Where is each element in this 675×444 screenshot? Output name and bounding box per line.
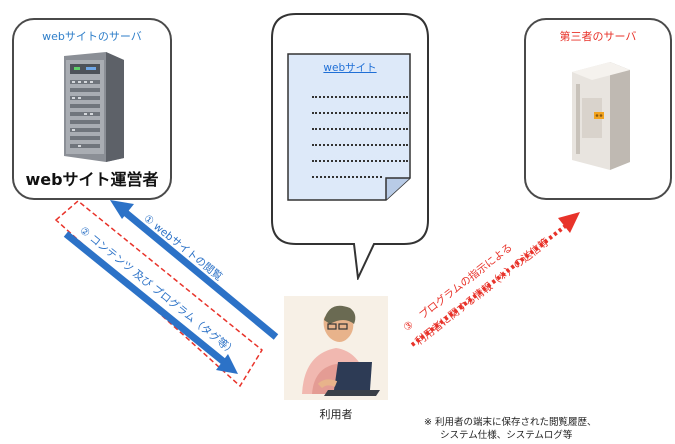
content-arrow-frame <box>54 200 263 388</box>
website-server-title: webサイトのサーバ <box>42 30 142 43</box>
server-tower-icon <box>64 52 124 162</box>
third-party-server-title: 第三者のサーバ <box>559 30 637 43</box>
person-laptop-icon <box>284 296 388 400</box>
user-label: 利用者 <box>319 408 353 421</box>
footnote-line1: ※ 利用者の端末に保存された閲覧履歴、 <box>424 417 597 428</box>
footnote-line2: システム仕様、システムログ等 <box>440 430 573 441</box>
webpage-document-icon <box>287 53 411 201</box>
content-arrow <box>63 231 227 365</box>
server-cabinet-icon <box>572 62 630 170</box>
third-party-server-box: 第三者のサーバ <box>524 18 672 200</box>
webpage-text-lines <box>286 52 414 202</box>
webpage-document-title: webサイト <box>323 62 377 74</box>
browse-arrow <box>123 210 279 340</box>
send-arrow <box>410 222 570 347</box>
website-operator-label: webサイト運営者 <box>25 170 159 189</box>
website-server-box: webサイトのサーバ webサイト運営者 <box>12 18 172 200</box>
